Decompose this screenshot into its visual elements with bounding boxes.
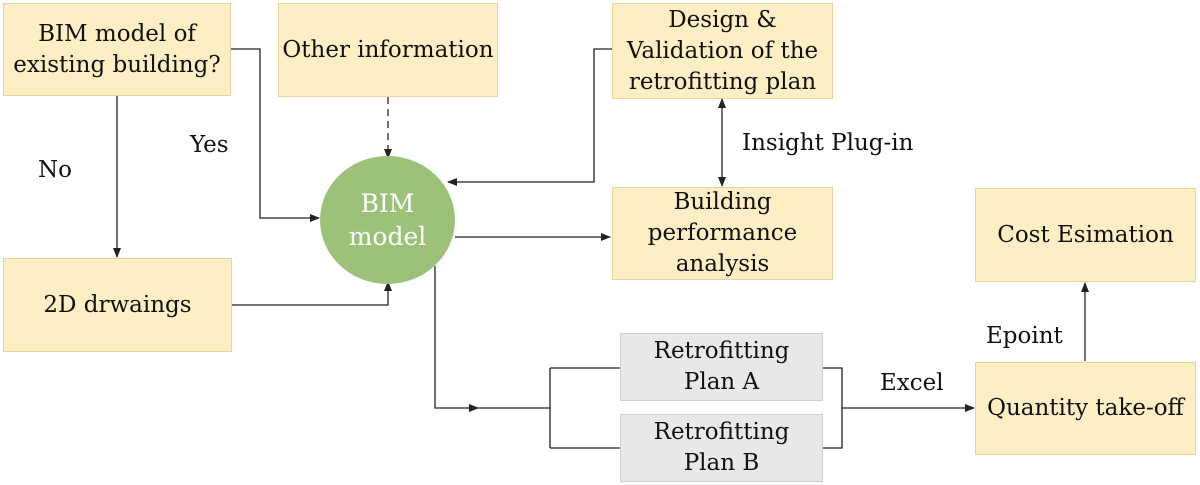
box-retrofitting-plan-a: Retrofitting Plan A: [620, 333, 823, 401]
box-2d-drawings-label: 2D drwaings: [43, 291, 192, 318]
edge-split: [549, 367, 620, 449]
edge-label-excel: Excel: [880, 370, 944, 396]
box-quantity-take-off-label: Quantity take-off: [987, 395, 1184, 421]
box-retrofitting-plan-b-label: Retrofitting Plan B: [653, 419, 790, 476]
node-bim-model: BIM model: [320, 156, 455, 284]
box-cost-estimation: Cost Esimation: [975, 188, 1196, 282]
box-building-performance-label: Building performance analysis: [647, 189, 798, 277]
edge-design-validation: [447, 48, 612, 186]
node-bim-model-label: BIM model: [348, 189, 427, 251]
box-retrofitting-plan-a-label: Retrofitting Plan A: [653, 338, 790, 395]
box-2d-drawings: 2D drwaings: [3, 258, 232, 352]
edge-label-yes: Yes: [190, 132, 229, 158]
edge-merge: [823, 367, 974, 449]
edge-label-no: No: [38, 157, 72, 183]
box-retrofitting-plan-b: Retrofitting Plan B: [620, 414, 823, 482]
box-bim-existing: BIM model of existing building?: [3, 3, 231, 96]
box-cost-estimation-label: Cost Esimation: [997, 221, 1174, 248]
box-design-validation-label: Design & Validation of the retrofitting …: [626, 6, 819, 95]
box-bim-existing-label: BIM model of existing building?: [13, 20, 221, 78]
box-design-validation: Design & Validation of the retrofitting …: [612, 3, 833, 99]
edge-label-epoint: Epoint: [986, 323, 1063, 349]
box-other-information: Other information: [278, 3, 498, 97]
edge-to-plans: [434, 266, 479, 412]
box-other-information-label: Other information: [282, 36, 494, 63]
box-quantity-take-off: Quantity take-off: [975, 362, 1196, 455]
edge-label-insight: Insight Plug-in: [742, 130, 914, 156]
box-building-performance: Building performance analysis: [612, 187, 833, 280]
edge-yes: [230, 48, 320, 222]
edge-2d: [232, 281, 392, 306]
